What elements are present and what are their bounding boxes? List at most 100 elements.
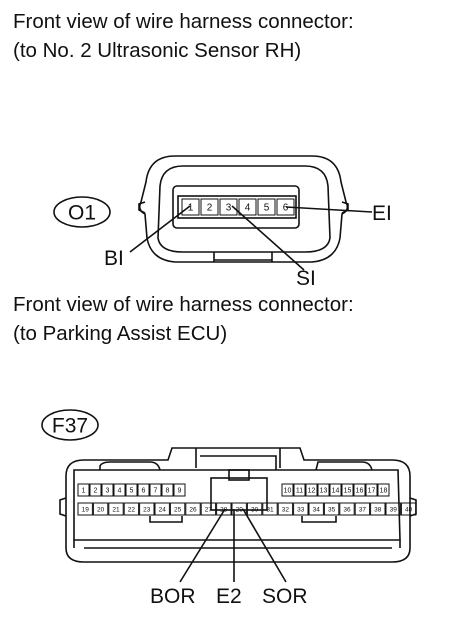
pin-number: 7 <box>154 488 158 495</box>
pin-number: 37 <box>359 506 367 513</box>
pin-cavity <box>216 502 232 516</box>
connector2-caption-line1: Front view of wire harness connector: <box>13 293 354 316</box>
connector2-terminal-bor: BOR <box>150 585 196 608</box>
pin-cavity <box>77 502 93 516</box>
connector1-caption-line2: (to No. 2 Ultrasonic Sensor RH) <box>13 39 302 62</box>
pin-number: 30 <box>251 506 259 513</box>
pin-number: 15 <box>344 488 352 495</box>
connector1-pin-row: 1 2 3 4 5 6 <box>181 198 295 216</box>
pin-cavity <box>305 483 318 497</box>
pin-cavity <box>181 198 200 216</box>
connector2-sor-leader <box>242 508 287 583</box>
pin-number: 5 <box>264 203 270 214</box>
pin-number: 29 <box>236 506 244 513</box>
pin-cavity <box>339 502 355 516</box>
pin-number: 14 <box>332 488 340 495</box>
pin-number: 8 <box>166 488 170 495</box>
pin-number: 9 <box>178 488 182 495</box>
pin-cavity <box>377 483 390 497</box>
pin-number: 25 <box>174 506 182 513</box>
pin-cavity <box>101 483 114 497</box>
pin-number: 20 <box>97 506 105 513</box>
connector1-ei-leader <box>285 206 373 213</box>
pin-cavity <box>277 502 294 516</box>
pin-number: 4 <box>245 203 251 214</box>
pin-number: 18 <box>380 488 388 495</box>
pin-cavity <box>92 502 109 516</box>
pin-number: 2 <box>207 203 213 214</box>
pin-number: 26 <box>189 506 197 513</box>
pin-number: 2 <box>94 488 98 495</box>
pin-number: 38 <box>374 506 382 513</box>
pin-number: 3 <box>226 203 232 214</box>
pin-cavity <box>231 502 247 516</box>
pin-number: 4 <box>118 488 122 495</box>
connector2-code: F37 <box>52 415 88 438</box>
connector1-terminal-ei: EI <box>372 202 392 225</box>
pin-cavity <box>323 502 340 516</box>
pin-number: 27 <box>205 506 213 513</box>
pin-number: 17 <box>368 488 376 495</box>
connector1-caption-line1: Front view of wire harness connector: <box>13 10 354 33</box>
pin-cavity <box>185 502 201 516</box>
pin-cavity <box>308 502 324 516</box>
pin-cavity <box>257 198 276 216</box>
pin-cavity <box>341 483 354 497</box>
connector2-caption-line2: (to Parking Assist ECU) <box>13 322 228 345</box>
pin-cavity <box>400 502 417 516</box>
pin-cavity <box>154 502 170 516</box>
connector1-terminal-bi: BI <box>104 247 124 270</box>
pin-number: 1 <box>188 203 194 214</box>
pin-cavity <box>125 483 138 497</box>
pin-cavity <box>161 483 174 497</box>
pin-number: 32 <box>282 506 290 513</box>
pin-cavity <box>317 483 330 497</box>
connector2-bor-leader <box>179 508 226 583</box>
pin-cavity <box>108 502 124 516</box>
pin-cavity <box>281 483 294 497</box>
pin-cavity <box>329 483 342 497</box>
pin-number: 19 <box>82 506 90 513</box>
pin-number: 31 <box>266 506 274 513</box>
pin-cavity <box>370 502 386 516</box>
connector2-code-bubble <box>41 409 99 441</box>
connector2-terminal-e2: E2 <box>216 585 242 608</box>
pin-cavity <box>173 483 186 497</box>
pin-number: 5 <box>130 488 134 495</box>
pin-cavity <box>139 502 155 516</box>
pin-number: 33 <box>297 506 305 513</box>
pin-number: 34 <box>313 506 321 513</box>
pin-cavity <box>149 483 162 497</box>
pin-cavity <box>365 483 378 497</box>
pin-number: 23 <box>143 506 151 513</box>
pin-number: 11 <box>296 488 303 495</box>
connector1-bi-leader <box>129 205 191 253</box>
connector2-terminal-sor: SOR <box>262 585 308 608</box>
connector1-code: O1 <box>68 202 96 225</box>
pin-cavity <box>238 198 257 216</box>
pin-cavity <box>123 502 140 516</box>
pin-cavity <box>137 483 150 497</box>
pin-number: 3 <box>106 488 110 495</box>
pin-number: 40 <box>405 506 413 513</box>
pin-cavity <box>77 483 90 497</box>
connector1-housing <box>138 155 349 263</box>
pin-cavity <box>293 483 306 497</box>
pin-number: 6 <box>283 203 289 214</box>
pin-number: 16 <box>356 488 364 495</box>
pin-cavity <box>169 502 186 516</box>
pin-number: 36 <box>343 506 351 513</box>
connector1-caption: Front view of wire harness connector: (t… <box>13 7 354 65</box>
connector2-caption: Front view of wire harness connector: (t… <box>13 290 354 348</box>
pin-cavity <box>200 502 217 516</box>
pin-number: 12 <box>308 488 316 495</box>
pin-cavity <box>293 502 309 516</box>
pin-cavity <box>354 502 371 516</box>
pin-number: 13 <box>320 488 328 495</box>
pin-number: 22 <box>128 506 136 513</box>
connector1-code-bubble <box>53 196 111 228</box>
pin-cavity <box>353 483 366 497</box>
pin-number: 6 <box>142 488 146 495</box>
